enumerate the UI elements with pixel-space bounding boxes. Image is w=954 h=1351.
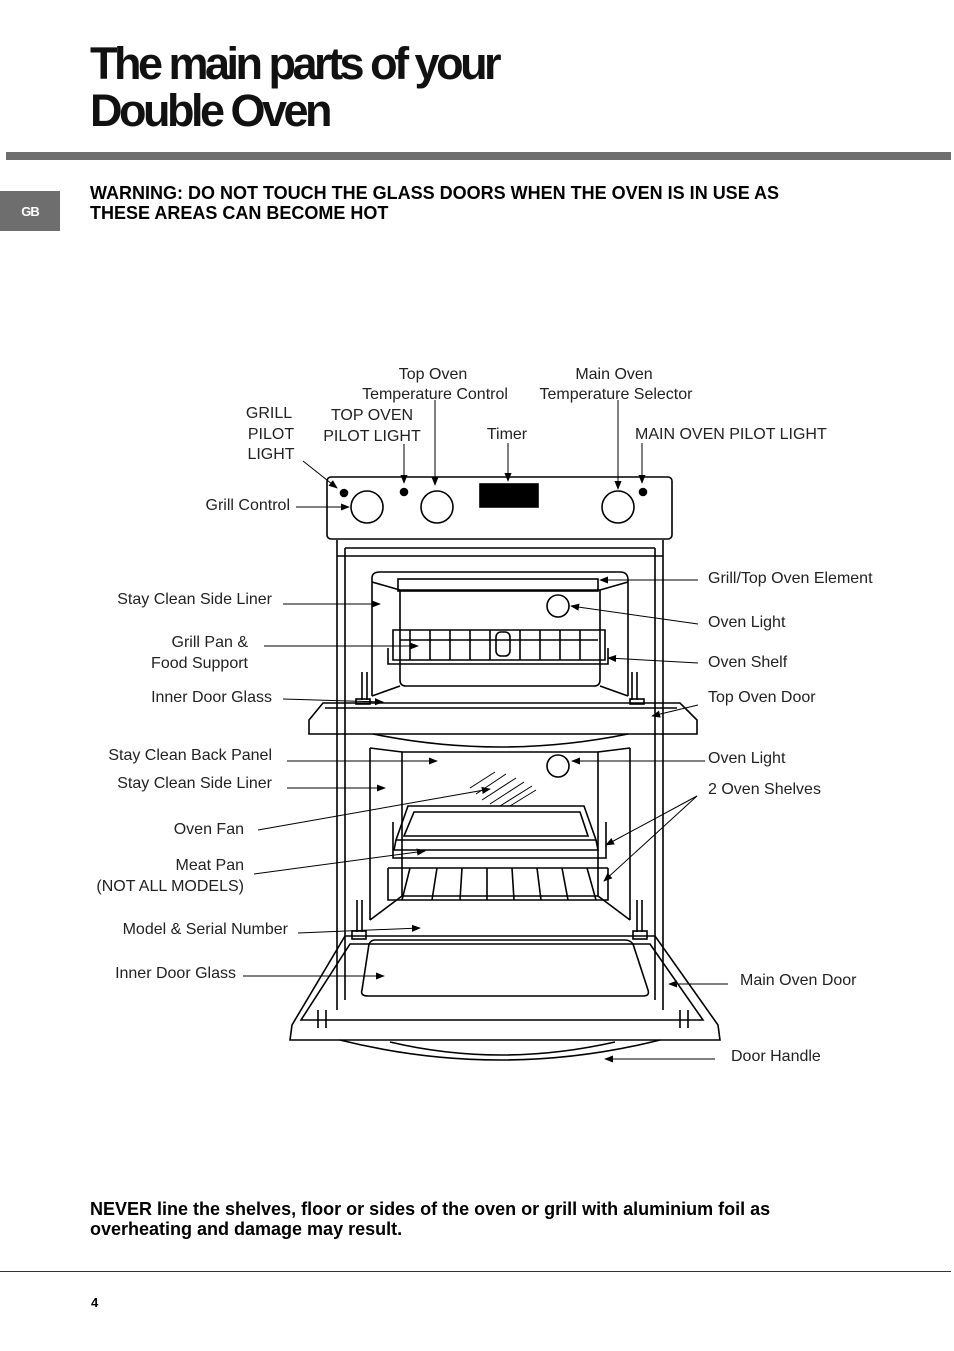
main-oven-pilot-light <box>638 487 648 497</box>
label-meat-pan-2: (NOT ALL MODELS) <box>96 878 244 895</box>
top-oven-door <box>308 702 698 735</box>
label-grill-pilot-2: PILOT <box>248 426 294 443</box>
grill-control-knob <box>350 490 384 524</box>
label-timer: Timer <box>487 426 528 443</box>
label-inner-door-glass-top: Inner Door Glass <box>151 689 272 706</box>
grill-pan <box>392 629 606 661</box>
main-oven-temperature-knob <box>601 490 635 524</box>
warning-line2: THESE AREAS CAN BECOME HOT <box>90 203 389 223</box>
grill-pan-handle <box>495 631 511 657</box>
top-oven-shelf <box>387 648 609 665</box>
page-number: 4 <box>91 1295 99 1310</box>
language-tab: GB <box>0 191 60 231</box>
diagram-labels: Top Oven Temperature Control Main Oven T… <box>96 366 873 1065</box>
label-grill-pan-2: Food Support <box>151 655 249 672</box>
label-grill-control: Grill Control <box>206 497 290 514</box>
top-oven-cavity <box>371 571 629 696</box>
label-door-handle: Door Handle <box>731 1048 821 1065</box>
label-top-oven-door: Top Oven Door <box>708 689 816 706</box>
page-title: The main parts of your Double Oven <box>90 38 502 136</box>
warning-text: WARNING: DO NOT TOUCH THE GLASS DOORS WH… <box>90 183 890 223</box>
main-oven-door <box>289 935 721 1041</box>
grill-element <box>397 578 599 592</box>
foil-warning-note: NEVER line the shelves, floor or sides o… <box>90 1199 890 1239</box>
oven-fan <box>469 771 537 807</box>
lower-oven-shelf <box>387 867 609 901</box>
label-top-oven-temp-2: Temperature Control <box>362 386 508 403</box>
label-model-serial: Model & Serial Number <box>123 921 289 938</box>
top-oven-temperature-knob <box>420 490 454 524</box>
label-top-oven-pilot-1: TOP OVEN <box>331 407 413 424</box>
label-oven-light-top: Oven Light <box>708 614 786 631</box>
label-stay-clean-side-liner-main: Stay Clean Side Liner <box>117 775 272 792</box>
label-grill-pan-1: Grill Pan & <box>172 634 249 651</box>
page-title-line1: The main parts of your <box>90 38 502 89</box>
page-title-line2: Double Oven <box>90 85 333 136</box>
main-oven-light <box>546 754 570 778</box>
timer-display <box>479 483 539 508</box>
top-oven-light <box>546 594 570 618</box>
note-line1: NEVER line the shelves, floor or sides o… <box>90 1199 771 1219</box>
main-inner-door-glass <box>360 939 650 997</box>
label-stay-clean-back-panel: Stay Clean Back Panel <box>108 747 272 764</box>
warning-line1: WARNING: DO NOT TOUCH THE GLASS DOORS WH… <box>90 183 780 203</box>
header-divider <box>6 152 951 160</box>
label-top-oven-temp-1: Top Oven <box>399 366 467 383</box>
label-inner-door-glass-main: Inner Door Glass <box>115 965 236 982</box>
main-oven-cavity <box>369 748 631 920</box>
label-oven-light-main: Oven Light <box>708 750 786 767</box>
label-oven-fan: Oven Fan <box>174 821 244 838</box>
control-panel <box>326 476 673 540</box>
oven-illustration <box>289 476 721 1061</box>
top-oven-pilot-light <box>399 487 409 497</box>
label-grill-pilot-1: GRILL <box>246 405 292 422</box>
label-top-oven-pilot-2: PILOT LIGHT <box>323 428 421 445</box>
leader-lines <box>243 400 728 1063</box>
label-stay-clean-side-liner-top: Stay Clean Side Liner <box>117 591 272 608</box>
label-main-oven-temp-1: Main Oven <box>575 366 652 383</box>
label-grill-pilot-3: LIGHT <box>247 446 294 463</box>
meat-pan <box>394 805 598 841</box>
label-grill-top-element: Grill/Top Oven Element <box>708 570 873 587</box>
grill-pilot-light <box>339 488 349 498</box>
note-line2: overheating and damage may result. <box>90 1219 403 1239</box>
label-main-oven-door: Main Oven Door <box>740 972 857 989</box>
door-handle <box>339 1039 661 1061</box>
label-two-oven-shelves: 2 Oven Shelves <box>708 781 821 798</box>
label-main-oven-temp-2: Temperature Selector <box>540 386 694 403</box>
label-main-oven-pilot: MAIN OVEN PILOT LIGHT <box>635 426 827 443</box>
label-oven-shelf: Oven Shelf <box>708 654 788 671</box>
label-meat-pan-1: Meat Pan <box>176 857 244 874</box>
footer-divider <box>0 1271 951 1272</box>
